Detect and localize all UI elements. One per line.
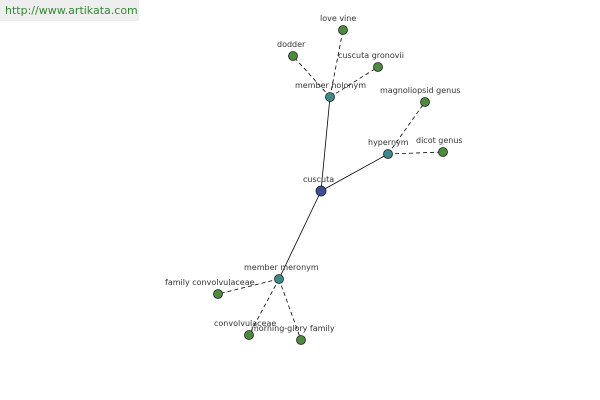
edge-member-meronym-to-convolvulaceae <box>248 278 280 336</box>
node-circle-member-holonym[interactable] <box>325 92 335 102</box>
node-love-vine[interactable]: love vine <box>320 14 356 35</box>
node-label-cuscuta[interactable]: cuscuta <box>303 175 334 184</box>
node-label-hypernym[interactable]: hypernym <box>368 138 409 147</box>
source-url-banner[interactable]: http://www.artikata.com <box>0 0 139 21</box>
node-circle-family-convolvulaceae[interactable] <box>213 289 223 299</box>
node-label-member-holonym[interactable]: member holonym <box>295 81 366 90</box>
node-circle-love-vine[interactable] <box>338 25 348 35</box>
edge-member-holonym-to-cuscuta-gronovii <box>329 66 379 98</box>
nodes-layer: cuscuta member holonym hypernym member mero… <box>165 14 463 345</box>
node-circle-member-meronym[interactable] <box>274 274 284 284</box>
node-member-meronym[interactable]: member meronym <box>244 263 319 284</box>
node-circle-morning-glory-family[interactable] <box>296 335 306 345</box>
node-cuscuta[interactable]: cuscuta <box>303 175 334 197</box>
edge-member-meronym-to-morning-glory-family <box>278 278 302 341</box>
node-label-love-vine[interactable]: love vine <box>320 14 356 23</box>
edge-hypernym-to-dicot-genus <box>387 151 444 155</box>
node-label-cuscuta-gronovii[interactable]: cuscuta gronovii <box>338 51 404 60</box>
edge-member-holonym-to-love-vine <box>329 29 344 98</box>
node-circle-convolvulaceae[interactable] <box>244 330 254 340</box>
node-circle-dodder[interactable] <box>288 51 298 61</box>
edges-layer <box>217 29 444 341</box>
node-label-family-convolvulaceae[interactable]: family convolvulaceae <box>165 278 255 287</box>
node-family-convolvulaceae[interactable]: family convolvulaceae <box>165 278 255 299</box>
node-label-dodder[interactable]: dodder <box>277 40 306 49</box>
node-circle-magnoliopsid-genus[interactable] <box>420 97 430 107</box>
edge-member-meronym-to-family-convolvulaceae <box>217 278 280 295</box>
edge-member-holonym-to-dodder <box>292 55 331 98</box>
node-label-morning-glory-family[interactable]: morning-glory family <box>251 324 335 333</box>
node-circle-cuscuta-gronovii[interactable] <box>373 62 383 72</box>
node-dicot-genus[interactable]: dicot genus <box>416 136 463 157</box>
node-circle-hypernym[interactable] <box>383 149 393 159</box>
node-dodder[interactable]: dodder <box>277 40 306 61</box>
node-hypernym[interactable]: hypernym <box>368 138 409 159</box>
node-circle-dicot-genus[interactable] <box>438 147 448 157</box>
edge-cuscuta-to-hypernym <box>320 153 389 192</box>
edge-cuscuta-to-member-meronym <box>278 190 322 280</box>
node-cuscuta-gronovii[interactable]: cuscuta gronovii <box>338 51 404 72</box>
node-label-dicot-genus[interactable]: dicot genus <box>416 136 463 145</box>
edge-hypernym-to-magnoliopsid-genus <box>387 101 426 155</box>
node-morning-glory-family[interactable]: morning-glory family <box>251 324 335 345</box>
node-label-convolvulaceae[interactable]: convolvulaceae <box>214 319 276 328</box>
node-magnoliopsid-genus[interactable]: magnoliopsid genus <box>380 86 460 107</box>
node-member-holonym[interactable]: member holonym <box>295 81 366 102</box>
node-label-member-meronym[interactable]: member meronym <box>244 263 319 272</box>
node-convolvulaceae[interactable]: convolvulaceae <box>214 319 276 340</box>
node-label-magnoliopsid-genus[interactable]: magnoliopsid genus <box>380 86 460 95</box>
node-circle-cuscuta[interactable] <box>315 185 327 197</box>
edge-cuscuta-to-member-holonym <box>320 96 331 192</box>
